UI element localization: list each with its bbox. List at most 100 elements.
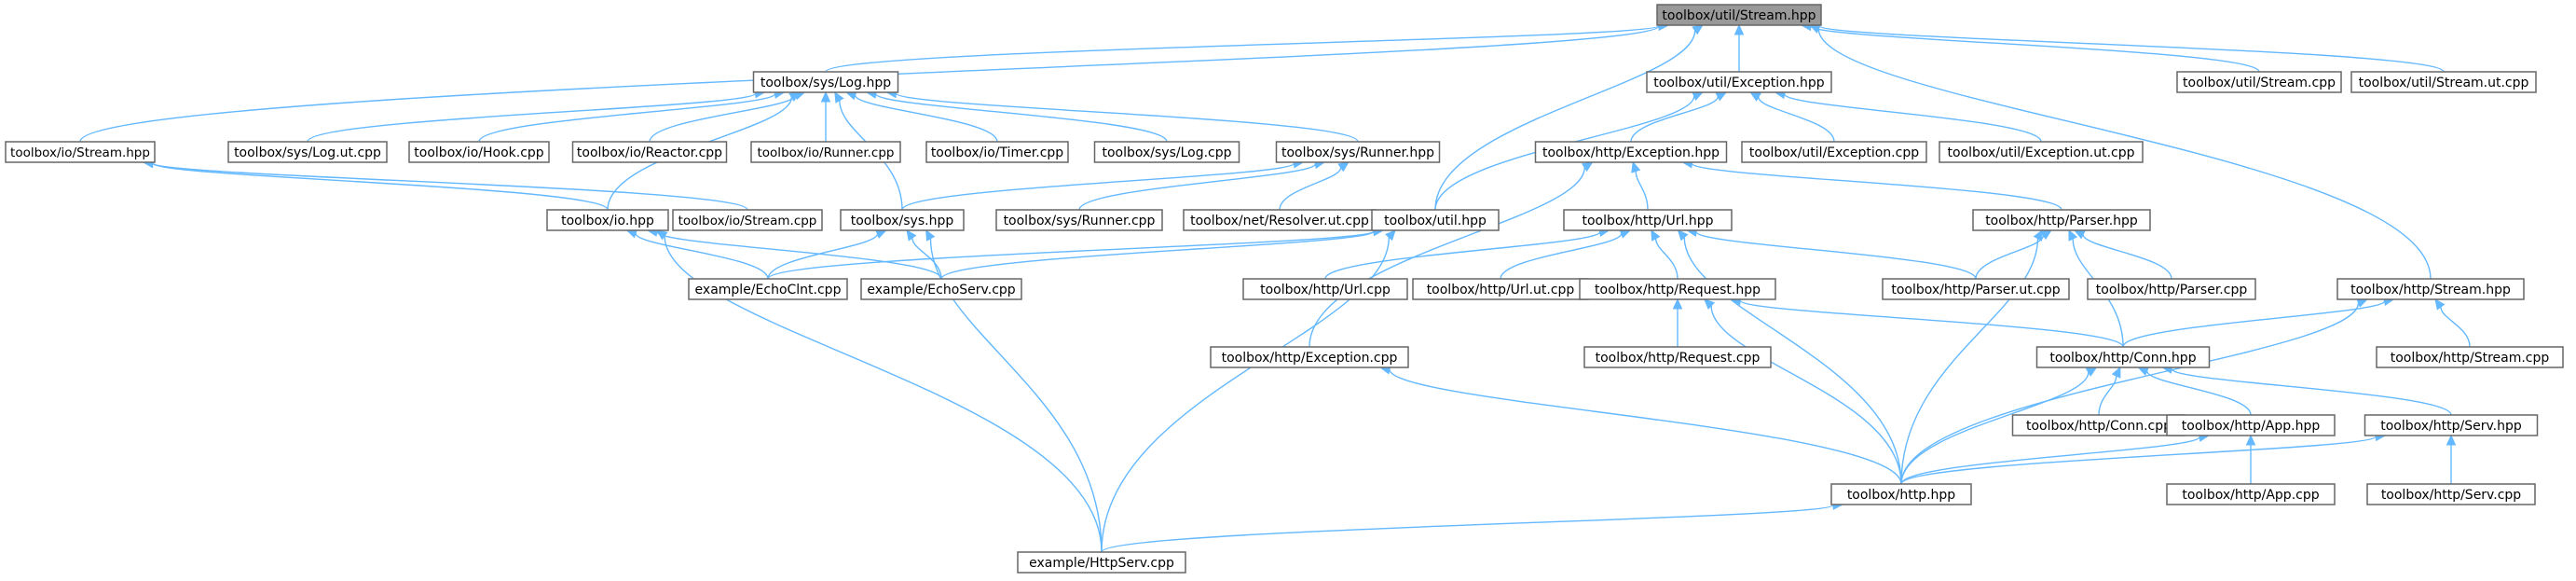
edge-n_sys_log_hpp-n_io_reactor_cpp (649, 90, 806, 143)
node-http-stream-hpp[interactable]: toolbox/http/Stream.hpp (2336, 278, 2525, 300)
node-http-app-hpp[interactable]: toolbox/http/App.hpp (2166, 414, 2336, 436)
edge-arrowhead (1581, 161, 1594, 173)
node-box (408, 141, 550, 163)
node-io-hpp[interactable]: toolbox/io.hpp (546, 209, 669, 231)
node-http-request-cpp[interactable]: toolbox/http/Request.cpp (1583, 346, 1772, 368)
edge-n_sys_log_hpp-n_io_runner_cpp (820, 90, 831, 142)
edge-line (1817, 28, 2432, 280)
node-label: example/EchoClnt.cpp (695, 283, 842, 297)
edge-n_http_url_hpp-n_http_request_hpp (1651, 228, 1679, 280)
edge-line (2145, 370, 2252, 416)
node-http-url-cpp[interactable]: toolbox/http/Url.cpp (1242, 278, 1408, 300)
edge-line (307, 92, 757, 143)
node-sys-runner-hpp[interactable]: toolbox/sys/Runner.hpp (1275, 141, 1441, 163)
node-box (2087, 278, 2256, 300)
edge-line (1630, 96, 1719, 143)
node-util-hpp[interactable]: toolbox/util.hpp (1371, 209, 1500, 231)
edge-n_util_hpp-n_http_serv_example (1101, 229, 1396, 553)
node-util-stream-ut-cpp[interactable]: toolbox/util/Stream.ut.cpp (2350, 71, 2537, 93)
node-http-parser-ut-cpp[interactable]: toolbox/http/Parser.ut.cpp (1882, 278, 2070, 300)
edge-line (1710, 305, 1902, 485)
node-box (2166, 483, 2336, 505)
edge-line (152, 162, 748, 211)
node-sys-runner-cpp[interactable]: toolbox/sys/Runner.cpp (995, 209, 1163, 231)
node-label: toolbox/util.hpp (1384, 214, 1487, 228)
node-io-stream-cpp[interactable]: toolbox/io/Stream.cpp (672, 209, 823, 231)
edge-line (635, 232, 769, 280)
edge-line (656, 230, 942, 280)
node-http-url-ut-cpp[interactable]: toolbox/http/Url.ut.cpp (1412, 278, 1589, 300)
node-util-exception-hpp[interactable]: toolbox/util/Exception.hpp (1646, 71, 1832, 93)
node-http-exception-cpp[interactable]: toolbox/http/Exception.cpp (1210, 346, 1409, 368)
edge-n_http_exception_hpp-n_http_parser_hpp (1681, 159, 2062, 211)
node-label: toolbox/io/Stream.cpp (678, 214, 817, 228)
node-label: toolbox/http.hpp (1847, 488, 1955, 503)
edge-arrowhead (2033, 228, 2043, 242)
node-box (750, 141, 901, 163)
edge-line (2440, 306, 2471, 348)
node-label: toolbox/http/Serv.hpp (2380, 419, 2522, 434)
node-sys-hpp[interactable]: toolbox/sys.hpp (840, 209, 965, 231)
edge-line (1101, 504, 1834, 553)
node-http-stream-cpp[interactable]: toolbox/http/Stream.cpp (2376, 346, 2564, 368)
node-label: toolbox/http/Stream.cpp (2391, 351, 2550, 366)
node-label: toolbox/http/App.cpp (2182, 488, 2319, 503)
edge-n_sys_log_hpp-n_io_hook_cpp (478, 89, 786, 143)
edge-line (1900, 238, 2039, 485)
node-util-exception-ut-cpp[interactable]: toolbox/util/Exception.ut.cpp (1939, 141, 2144, 163)
node-sys-log-ut-cpp[interactable]: toolbox/sys/Log.ut.cpp (227, 141, 388, 163)
node-io-stream-hpp[interactable]: toolbox/io/Stream.hpp (5, 141, 156, 163)
node-http-parser-cpp[interactable]: toolbox/http/Parser.cpp (2087, 278, 2256, 300)
node-http-serv-example[interactable]: example/HttpServ.cpp (1017, 551, 1186, 574)
node-label: toolbox/io.hpp (561, 214, 654, 228)
node-http-hpp[interactable]: toolbox/http.hpp (1830, 483, 1972, 505)
edge-arrowhead (2434, 298, 2446, 311)
node-util-stream-hpp[interactable]: toolbox/util/Stream.hpp (1656, 4, 1822, 26)
edge-n_http_serv_hpp-n_http_hpp (1900, 431, 2387, 485)
node-http-conn-cpp[interactable]: toolbox/http/Conn.cpp (2011, 414, 2186, 436)
node-http-url-hpp[interactable]: toolbox/http/Url.hpp (1563, 209, 1733, 231)
edge-n_util_exception_hpp-n_http_exception_hpp (1630, 91, 1728, 143)
edge-arrowhead (1631, 160, 1641, 173)
node-http-parser-hpp[interactable]: toolbox/http/Parser.hpp (1972, 209, 2151, 231)
edge-line (940, 230, 1375, 280)
node-http-exception-hpp[interactable]: toolbox/http/Exception.hpp (1534, 141, 1728, 163)
node-net-resolver-ut-cpp[interactable]: toolbox/net/Resolver.ut.cpp (1183, 209, 1377, 231)
node-http-request-hpp[interactable]: toolbox/http/Request.hpp (1579, 278, 1776, 300)
node-label: example/HttpServ.cpp (1029, 556, 1174, 571)
node-sys-log-cpp[interactable]: toolbox/sys/Log.cpp (1093, 141, 1240, 163)
edge-line (1900, 436, 2200, 485)
node-label: toolbox/util/Stream.cpp (2183, 76, 2336, 90)
edge-n_util_stream_hpp-n_util_stream_cpp (1800, 21, 2260, 73)
node-sys-log-hpp[interactable]: toolbox/sys/Log.hpp (752, 71, 899, 93)
edge-arrowhead (2245, 434, 2256, 446)
edge-n_http_conn_hpp-n_http_serv_hpp (2161, 364, 2452, 416)
node-io-runner-cpp[interactable]: toolbox/io/Runner.cpp (750, 141, 901, 163)
node-label: toolbox/http/Parser.cpp (2096, 283, 2248, 297)
node-box (2176, 71, 2342, 93)
node-io-timer-cpp[interactable]: toolbox/io/Timer.cpp (925, 141, 1069, 163)
node-label: toolbox/util/Exception.hpp (1653, 76, 1825, 90)
node-label: toolbox/http/Stream.hpp (2350, 283, 2511, 297)
node-label: toolbox/http/App.hpp (2182, 419, 2321, 434)
node-label: toolbox/http/Request.cpp (1596, 351, 1761, 366)
node-box (995, 209, 1163, 231)
node-box (688, 278, 848, 300)
node-http-conn-hpp[interactable]: toolbox/http/Conn.hpp (2035, 346, 2211, 368)
edge-arrowhead (875, 229, 887, 239)
node-io-hook-cpp[interactable]: toolbox/io/Hook.cpp (408, 141, 550, 163)
node-http-app-cpp[interactable]: toolbox/http/App.cpp (2166, 483, 2336, 505)
node-io-reactor-cpp[interactable]: toolbox/io/Reactor.cpp (571, 141, 728, 163)
edge-n_sys_runner_hpp-n_sys_hpp (901, 158, 1305, 211)
node-http-serv-cpp[interactable]: toolbox/http/Serv.cpp (2366, 483, 2536, 505)
node-box (2364, 414, 2539, 436)
edge-line (1389, 368, 1902, 485)
node-label: toolbox/http/Parser.hpp (1985, 214, 2138, 228)
edge-n_http_request_hpp-n_http_conn_hpp (1730, 296, 2124, 348)
node-echo-serv[interactable]: example/EchoServ.cpp (860, 278, 1022, 300)
node-http-serv-hpp[interactable]: toolbox/http/Serv.hpp (2364, 414, 2539, 436)
node-util-exception-cpp[interactable]: toolbox/util/Exception.cpp (1741, 141, 1927, 163)
node-box (1646, 71, 1832, 93)
node-echo-clnt[interactable]: example/EchoClnt.cpp (688, 278, 848, 300)
node-util-stream-cpp[interactable]: toolbox/util/Stream.cpp (2176, 71, 2342, 93)
